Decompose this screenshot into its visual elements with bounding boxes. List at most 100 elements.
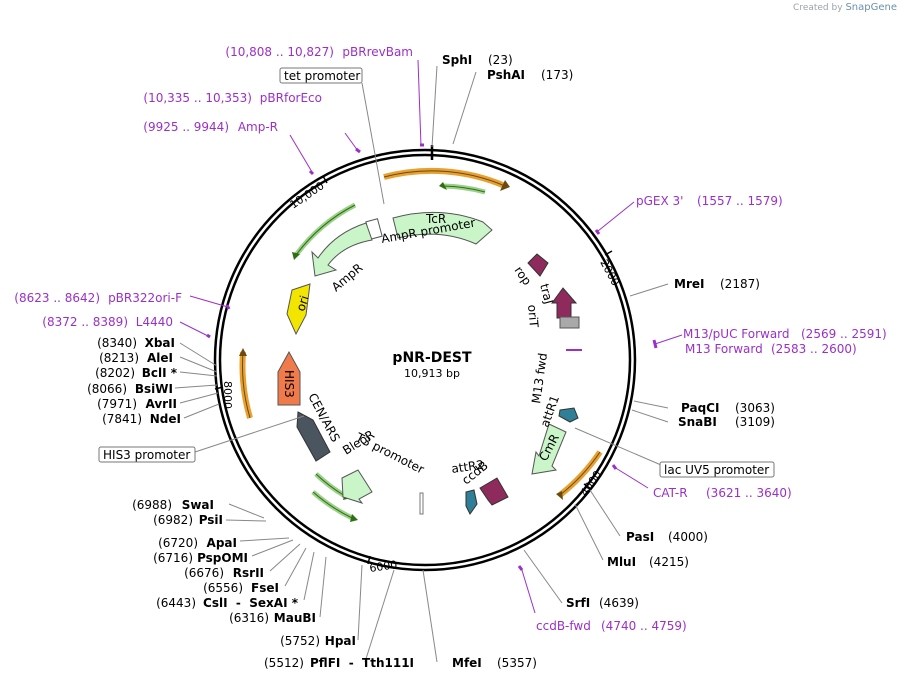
orf-green-upleft-line — [295, 204, 356, 256]
enzyme-maubi-pos: (6316) — [229, 611, 269, 625]
lac-promoter-label: lac UV5 promoter — [664, 463, 769, 477]
tick-2000 — [604, 250, 613, 256]
enzyme-bsiwi-name: BsiWI — [135, 382, 173, 396]
enzyme-apai-name: ApaI — [207, 536, 237, 550]
enzyme-bsiwi-pos: (8066) — [87, 382, 127, 396]
primer-marks — [206, 143, 658, 571]
feature-rop-label: rop — [512, 264, 535, 288]
enzyme-csli-name: CslI - SexAI * — [203, 596, 299, 610]
feature-bleor — [341, 469, 373, 504]
enzyme-xbai-pos: (8340) — [97, 336, 137, 350]
tick-10000 — [322, 175, 328, 184]
enzyme-alei-pos: (8213) — [99, 351, 139, 365]
primer-leader-lines — [179, 59, 683, 614]
plasmid-name: pNR-DEST — [392, 350, 472, 366]
feature-ccdb — [479, 477, 509, 506]
tick-label-6000: 6000 — [369, 558, 399, 575]
backbone-inner-circle — [218, 153, 632, 567]
feature-traj-label: traJ — [537, 282, 556, 305]
feature-cen-ars — [296, 411, 331, 462]
primer-pbrrevbam-name: pBRrevBam — [342, 45, 413, 59]
enzyme-srfi-name: SrfI — [566, 596, 590, 610]
enzyme-pasi-name: PasI — [626, 530, 654, 544]
enzyme-sphi-name: SphI — [442, 53, 472, 67]
primer-catr-range: (3621 .. 3640) — [706, 486, 792, 500]
tick-label-2000: 2000 — [597, 257, 622, 288]
his3-promoter-label: HIS3 promoter — [103, 448, 190, 462]
feature-ori-label: ori — [294, 294, 312, 313]
enzyme-pspomi-pos: (6716) — [153, 551, 193, 565]
tick-8000 — [214, 386, 224, 390]
feature-orit — [559, 316, 580, 329]
feature-attr2 — [465, 489, 478, 515]
enzyme-bcli-name: BclI * — [142, 366, 178, 380]
enzyme-pflfi-name: PflFI - Tth111I — [310, 656, 414, 670]
enzyme-leader-lines — [174, 65, 669, 663]
feature-his3 — [277, 350, 301, 406]
orf-arc-right-line — [559, 451, 601, 496]
backbone-outer-circle — [213, 148, 637, 572]
feature-orit-label: oriT — [525, 304, 541, 329]
enzyme-snabi-name: SnaBI — [678, 415, 717, 429]
orf-arc-top-line — [383, 170, 506, 187]
primer-ampr-range: (9925 .. 9944) — [143, 120, 229, 134]
primer-pgex3-name: pGEX 3' — [636, 194, 683, 208]
enzyme-rsrii-pos: (6676) — [184, 566, 224, 580]
primer-ampr-name: Amp-R — [238, 120, 278, 134]
enzyme-apai-pos: (6720) — [158, 536, 198, 550]
primer-m13puc-name: M13/pUC Forward — [683, 327, 790, 341]
his3-promoter-box — [98, 446, 196, 463]
enzyme-xbai-name: XbaI — [145, 336, 175, 350]
enzyme-ndei-pos: (7841) — [102, 412, 142, 426]
feature-small-bottom — [419, 492, 424, 515]
enzyme-mrei-pos: (2187) — [720, 277, 760, 291]
primer-l4440-name: L4440 — [136, 315, 173, 329]
feature-t3-promoter-label: T3 promoter — [353, 430, 427, 477]
orf-green-upleft-head — [292, 252, 300, 260]
enzyme-fsei-name: FseI — [251, 581, 279, 595]
primer-ccdbfwd-range: (4740 .. 4759) — [601, 619, 687, 633]
tick-6000 — [367, 555, 371, 565]
orf-arc-top-head — [500, 180, 510, 191]
feature-attr2-label: attR2 — [450, 458, 484, 476]
feature-attr1 — [558, 407, 579, 423]
enzyme-avrii-name: AvrII — [145, 397, 177, 411]
enzyme-alei-name: AleI — [147, 351, 173, 365]
enzyme-pspomi-name: PspOMI — [197, 551, 248, 565]
orf-green-bottom1 — [314, 472, 347, 499]
enzyme-paqci-name: PaqCI — [681, 401, 719, 415]
enzyme-avrii-pos: (7971) — [97, 397, 137, 411]
enzyme-swai-pos: (6988) — [132, 498, 172, 512]
enzyme-sphi-pos: (23) — [488, 53, 513, 67]
feature-tcr-label: TcR — [425, 212, 446, 226]
orf-green-bottom2-head — [350, 514, 358, 522]
enzyme-maubi-name: MauBI — [274, 611, 316, 625]
credit-prefix: Created by — [793, 3, 843, 13]
primer-pbr322ori-range: (8623 .. 8642) — [14, 291, 100, 305]
enzyme-srfi-pos: (4639) — [599, 596, 639, 610]
feature-traj — [551, 287, 578, 319]
enzyme-fsei-pos: (6556) — [203, 581, 243, 595]
primer-m13fwd-range: (2583 .. 2600) — [771, 342, 857, 356]
enzyme-pflfi-pos: (5512) — [264, 656, 304, 670]
primer-pbr322ori-name: pBR322ori-F — [108, 291, 182, 305]
enzyme-mlui-pos: (4215) — [649, 555, 689, 569]
primer-pbrrevbam-range: (10,808 .. 10,827) — [225, 45, 334, 59]
enzyme-mlui-name: MluI — [607, 555, 636, 569]
boxed-feature-leaders — [194, 82, 669, 469]
enzyme-hpai-name: HpaI — [325, 634, 356, 648]
lac-promoter-box — [659, 461, 775, 478]
snapgene-credit: Created by SnapGene — [793, 2, 897, 13]
primer-m13puc-range: (2569 .. 2591) — [801, 327, 887, 341]
tet-promoter-box — [279, 67, 363, 84]
feature-tcr — [392, 211, 493, 245]
orf-green-top — [442, 183, 486, 195]
enzyme-pshai-pos: (173) — [541, 68, 573, 82]
enzyme-psii-name: PsiI — [199, 513, 223, 527]
tick-4000 — [583, 483, 592, 490]
enzyme-paqci-pos: (3063) — [735, 401, 775, 415]
enzyme-mfei-pos: (5357) — [497, 656, 537, 670]
feature-his3-label: HIS3 — [282, 370, 296, 398]
primer-pbrforeco-range: (10,335 .. 10,353) — [143, 91, 252, 105]
